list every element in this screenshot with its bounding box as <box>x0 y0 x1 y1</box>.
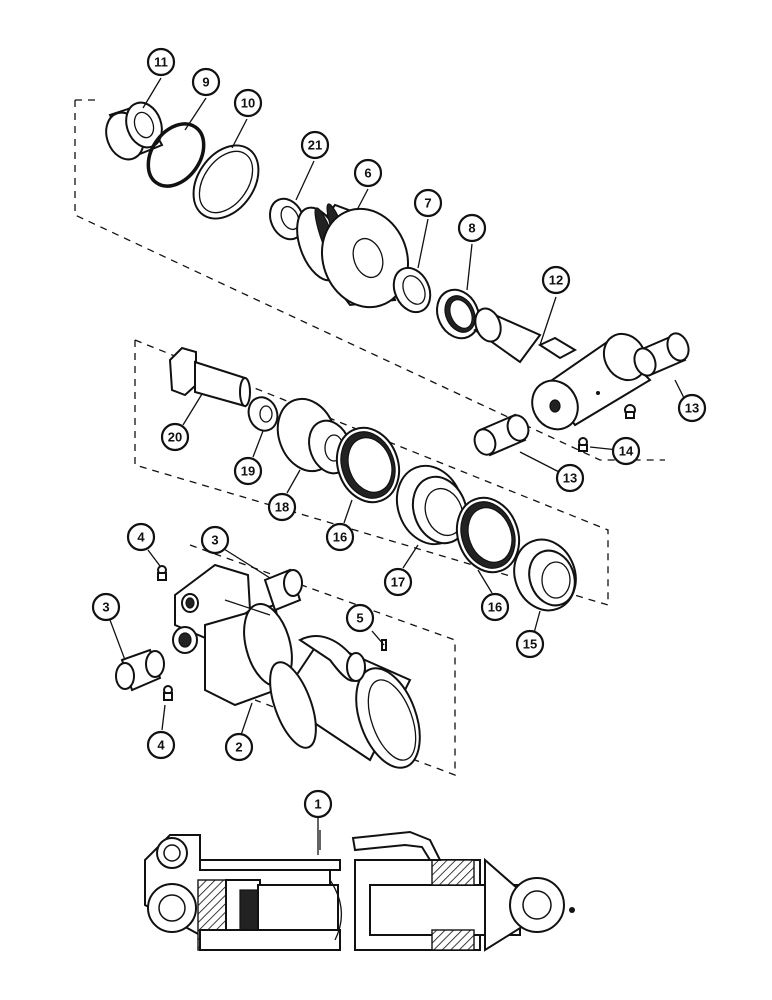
part-9-o-ring <box>146 122 206 188</box>
part-12-rod-eye <box>531 332 652 431</box>
part-16-seal-left <box>335 426 401 504</box>
callout-4-top: 4 <box>126 522 156 552</box>
svg-text:20: 20 <box>168 430 182 445</box>
callout-5: 5 <box>345 603 375 633</box>
svg-text:19: 19 <box>241 464 255 479</box>
middle-dashed-outline <box>134 339 609 606</box>
callout-17: 17 <box>383 567 413 597</box>
assembled-cylinder <box>144 830 575 952</box>
part-13-bushing-left <box>473 413 530 457</box>
part-4-fitting-bottom <box>163 685 173 701</box>
svg-text:11: 11 <box>154 55 168 70</box>
callout-3-top: 3 <box>200 525 230 555</box>
svg-text:6: 6 <box>364 166 371 181</box>
part-4-fitting-top <box>157 565 167 581</box>
part-6-piston <box>296 203 410 309</box>
leader-lines <box>109 77 686 855</box>
part-20-bolt <box>168 346 251 408</box>
svg-text:1: 1 <box>314 797 321 812</box>
callout-12: 12 <box>541 265 571 295</box>
callout-19: 19 <box>233 456 263 486</box>
callout-21: 21 <box>300 130 330 160</box>
svg-text:4: 4 <box>137 530 145 545</box>
part-3-bushing-right <box>263 568 303 612</box>
callout-2: 2 <box>224 732 254 762</box>
svg-text:13: 13 <box>685 401 699 416</box>
part-14-grease-fittings <box>578 404 636 452</box>
callout-13-left: 13 <box>555 463 585 493</box>
svg-text:16: 16 <box>488 600 502 615</box>
part-2-cylinder-base <box>172 563 293 707</box>
svg-text:10: 10 <box>241 96 255 111</box>
svg-text:3: 3 <box>211 533 218 548</box>
part-11-bushing <box>105 101 164 161</box>
part-15-wear-ring <box>513 538 577 612</box>
part-7-seal <box>392 266 432 314</box>
part-10-backup-ring <box>192 144 260 220</box>
callout-4-bottom: 4 <box>146 730 176 760</box>
callout-14: 14 <box>611 436 641 466</box>
callout-16-left: 16 <box>325 522 355 552</box>
callout-18: 18 <box>267 492 297 522</box>
svg-text:21: 21 <box>308 138 322 153</box>
svg-text:16: 16 <box>333 530 347 545</box>
part-17-ring <box>395 464 469 546</box>
svg-text:14: 14 <box>619 444 634 459</box>
svg-text:5: 5 <box>356 611 363 626</box>
callout-20: 20 <box>160 422 190 452</box>
svg-text:4: 4 <box>157 738 165 753</box>
callout-7: 7 <box>413 188 443 218</box>
callout-15: 15 <box>515 629 545 659</box>
callout-10: 10 <box>233 88 263 118</box>
callout-16-right: 16 <box>480 592 510 622</box>
svg-text:3: 3 <box>102 600 109 615</box>
callout-6: 6 <box>353 158 383 188</box>
callout-1: 1 <box>303 789 333 819</box>
svg-text:7: 7 <box>424 196 431 211</box>
part-13-bushing-right <box>633 332 690 377</box>
svg-text:8: 8 <box>468 221 475 236</box>
upper-dashed-outline <box>74 99 665 461</box>
svg-text:15: 15 <box>523 637 537 652</box>
part-19-washer <box>247 396 279 432</box>
part-rod-tube <box>473 307 542 364</box>
svg-text:17: 17 <box>391 575 405 590</box>
svg-text:12: 12 <box>549 273 563 288</box>
part-16-seal-right <box>455 496 521 574</box>
callout-11: 11 <box>146 47 176 77</box>
callout-9: 9 <box>191 67 221 97</box>
callout-3-left: 3 <box>91 592 121 622</box>
part-barrel-tube <box>269 635 421 769</box>
callout-13-right: 13 <box>677 393 707 423</box>
svg-text:18: 18 <box>275 500 289 515</box>
part-8-seal <box>436 288 480 340</box>
callout-8: 8 <box>457 213 487 243</box>
part-3-bushing-left <box>115 648 165 692</box>
part-21-washer <box>268 197 306 241</box>
svg-text:13: 13 <box>563 471 577 486</box>
svg-text:9: 9 <box>202 75 209 90</box>
svg-text:2: 2 <box>235 740 242 755</box>
